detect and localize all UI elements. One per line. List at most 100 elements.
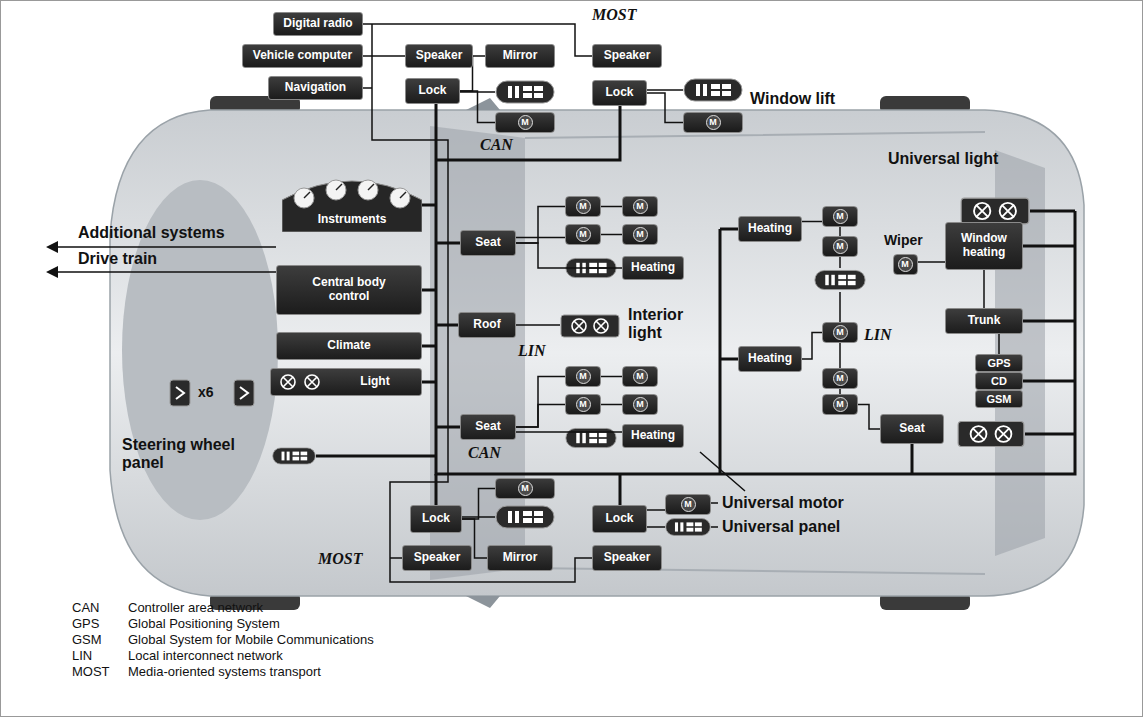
bus-wire (802, 333, 822, 360)
legend-text: Media-oriented systems transport (128, 664, 321, 679)
module-label: Window heating (950, 232, 1018, 260)
module-box: Heating (622, 256, 684, 280)
motor-letter: M (833, 239, 848, 254)
module-box: Climate (276, 332, 422, 360)
module-label: Heating (631, 261, 675, 275)
motor-letter: M (576, 199, 591, 214)
motor-icon: M (565, 394, 601, 415)
module-label: Speaker (414, 551, 461, 565)
motor-letter: M (576, 227, 591, 242)
module-box: Mirror (485, 44, 555, 68)
callout-label: Universal light (888, 150, 998, 168)
callout-label: Drive train (78, 250, 157, 268)
motor-letter: M (833, 371, 848, 386)
motor-letter: M (898, 257, 913, 272)
bus-wire (918, 261, 946, 263)
motor-letter: M (633, 369, 648, 384)
motor-letter: M (833, 325, 848, 340)
bus-wire (516, 377, 565, 428)
module-label: Vehicle computer (253, 49, 352, 63)
motor-letter: M (518, 115, 533, 130)
callout-label: Window lift (750, 90, 835, 108)
bus-wire (601, 376, 622, 378)
motor-icon: M (622, 224, 658, 245)
module-label: Instruments (318, 213, 387, 227)
module-label: Lock (605, 86, 633, 100)
module-label: GPS (987, 357, 1010, 370)
module-box: Navigation (268, 76, 363, 100)
bus-wire (647, 93, 683, 123)
motor-icon: M (622, 196, 658, 217)
bus-wire (839, 343, 841, 368)
callout-label: x6 (198, 384, 214, 400)
module-label: Mirror (503, 49, 538, 63)
callout-label: Interior light (628, 306, 712, 342)
module-box: Speaker (405, 44, 473, 68)
motor-icon: M (622, 366, 658, 387)
motor-icon: M (495, 112, 555, 133)
module-box: Speaker (592, 44, 662, 68)
module-box: Trunk (945, 308, 1023, 334)
motor-icon: M (822, 368, 858, 389)
module-label: Speaker (416, 49, 463, 63)
module-label: Seat (899, 422, 924, 436)
motor-letter: M (576, 397, 591, 412)
motor-letter: M (576, 369, 591, 384)
legend-text: Global System for Mobile Communications (128, 632, 374, 647)
module-label: Trunk (968, 314, 1001, 328)
module-box: Heating (622, 424, 684, 448)
motor-letter: M (681, 497, 696, 512)
module-label: Light (360, 375, 389, 389)
bus-label: LIN (864, 326, 892, 344)
module-label: Speaker (604, 49, 651, 63)
bus-wire (998, 334, 1000, 354)
bus-label: LIN (518, 342, 546, 360)
module-box: Seat (880, 414, 944, 444)
module-label: Lock (422, 512, 450, 526)
module-label: Heating (748, 352, 792, 366)
bus-wire (839, 227, 841, 236)
bus-wire (601, 234, 622, 236)
bus-wire (462, 489, 495, 520)
module-label: Lock (605, 512, 633, 526)
callout-label: Universal motor (722, 494, 844, 512)
motor-icon: M (665, 494, 711, 515)
bus-wire (516, 405, 565, 428)
callout-label: Wiper (884, 232, 923, 248)
module-box: GSM (975, 390, 1023, 408)
module-label: Lock (418, 84, 446, 98)
bus-label: CAN (468, 444, 501, 462)
motor-icon: M (822, 236, 858, 257)
motor-icon: M (495, 478, 555, 499)
motor-letter: M (633, 397, 648, 412)
module-box: Window heating (945, 222, 1023, 270)
motor-icon: M (893, 254, 918, 275)
module-label: Mirror (503, 551, 538, 565)
module-label: GSM (986, 393, 1011, 406)
module-box: Roof (458, 312, 516, 338)
module-box: Speaker (592, 545, 662, 571)
motor-icon: M (822, 206, 858, 227)
module-label: Central body control (299, 276, 399, 304)
module-box: Lock (410, 505, 462, 533)
module-box: Speaker (402, 545, 472, 571)
module-label: Speaker (604, 551, 651, 565)
motor-icon: M (565, 224, 601, 245)
bus-wire (601, 206, 622, 208)
bus-label: MOST (592, 6, 636, 24)
module-box: Seat (460, 230, 516, 256)
motor-icon: M (822, 394, 858, 415)
motor-icon: M (622, 394, 658, 415)
legend-text: Local interconnect network (128, 648, 283, 663)
legend-text: Controller area network (128, 600, 263, 615)
callout-label: Universal panel (722, 518, 840, 536)
bus-label: MOST (318, 550, 362, 568)
motor-letter: M (833, 209, 848, 224)
module-box: Lock (405, 78, 460, 104)
module-label: CD (991, 375, 1007, 388)
legend-abbreviation: CAN (72, 600, 99, 615)
legend-abbreviation: LIN (72, 648, 92, 663)
module-label: Roof (473, 318, 500, 332)
motor-icon: M (565, 196, 601, 217)
